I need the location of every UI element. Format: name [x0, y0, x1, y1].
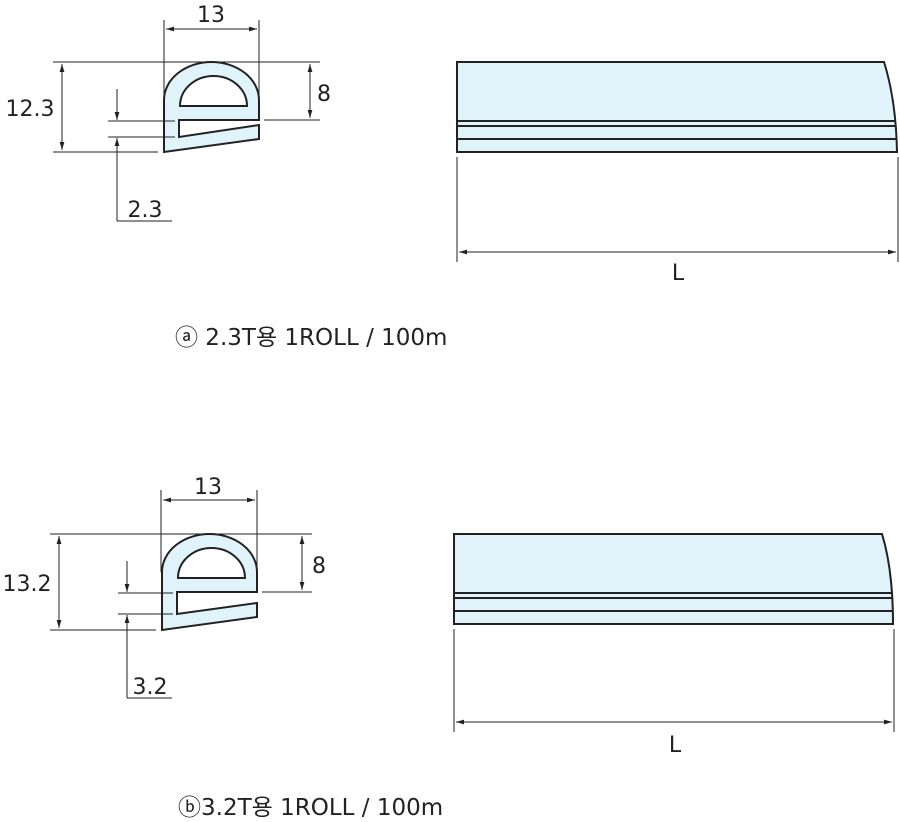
dimension-lines-a — [53, 20, 320, 222]
profile-b: 13 13.2 8 3.2 L ⓑ3.2T용 1ROLL / 100m — [3, 475, 895, 821]
height-label-a: 12.3 — [6, 97, 55, 122]
length-label-a: L — [672, 261, 685, 286]
width-label-b: 13 — [194, 475, 222, 500]
dimension-lines-b — [50, 490, 312, 699]
thickness-label-b: 3.2 — [133, 675, 168, 700]
profile-a: 13 12.3 8 2.3 L ⓐ 2.3T용 1ROLL / 100m — [6, 3, 899, 351]
height-label-b: 13.2 — [3, 572, 52, 597]
thickness-label-a: 2.3 — [128, 198, 163, 223]
caption-a: ⓐ 2.3T용 1ROLL / 100m — [175, 325, 447, 351]
length-label-b: L — [669, 733, 682, 758]
bulb-height-label-b: 8 — [312, 554, 326, 579]
bulb-height-label-a: 8 — [317, 82, 331, 107]
cross-section-a — [163, 61, 260, 154]
strip-side-view-a — [456, 61, 899, 153]
strip-side-view-b — [453, 533, 895, 625]
caption-b: ⓑ3.2T용 1ROLL / 100m — [178, 795, 443, 821]
width-label-a: 13 — [197, 3, 225, 28]
cross-section-b — [161, 533, 258, 632]
